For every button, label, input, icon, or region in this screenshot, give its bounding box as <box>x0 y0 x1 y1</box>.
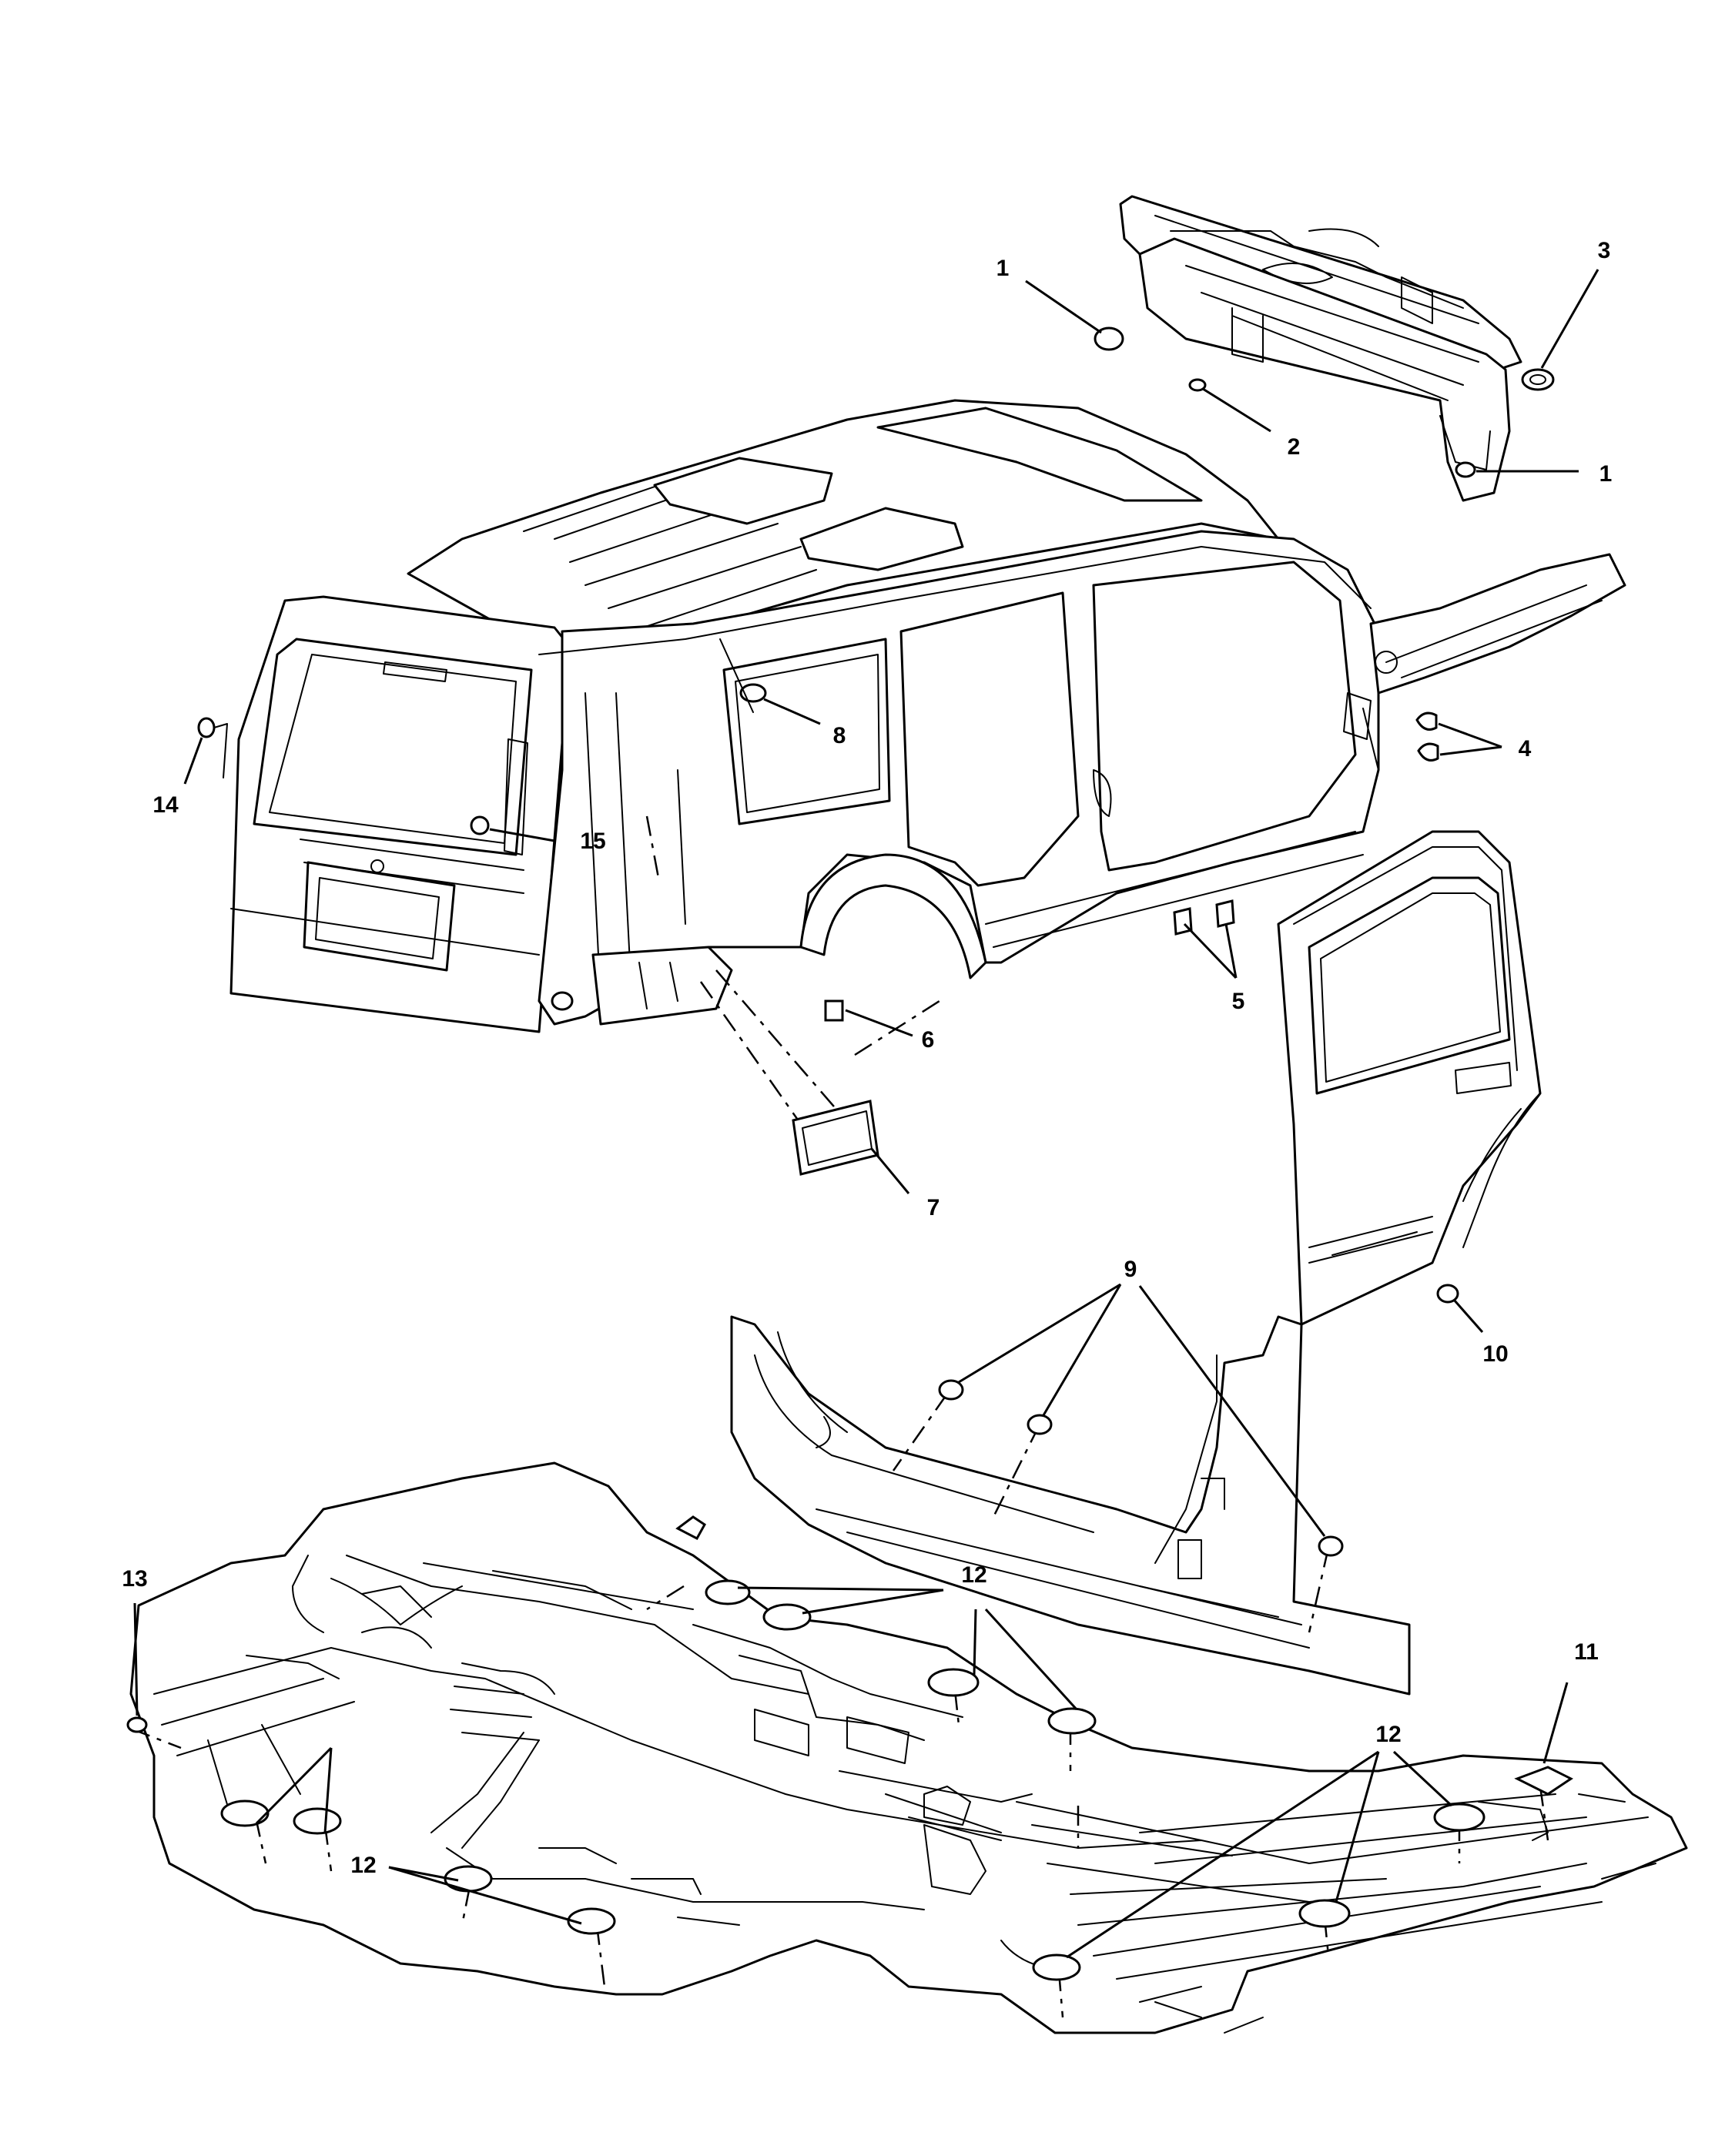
plug-12-4 <box>1047 1707 1097 1735</box>
callout-1-top: 1 <box>996 256 1010 281</box>
callout-7: 7 <box>927 1195 940 1220</box>
plug-9-a <box>938 1379 964 1401</box>
callout-2: 2 <box>1288 434 1301 460</box>
plug-13 <box>126 1716 148 1733</box>
callout-5: 5 <box>1232 989 1245 1014</box>
callout-9: 9 <box>1124 1257 1137 1282</box>
plug-12-8 <box>220 1799 270 1827</box>
callout-labels: 1 2 3 1 4 5 6 7 8 9 10 11 12 12 12 13 14… <box>122 238 1612 1878</box>
plug-12-5 <box>1433 1803 1486 1832</box>
callout-12-right: 12 <box>1375 1722 1401 1747</box>
callout-12-left: 12 <box>350 1853 376 1878</box>
plug-3 <box>1521 368 1555 391</box>
plug-5-b <box>1215 899 1235 928</box>
callout-6: 6 <box>922 1027 935 1053</box>
plug-12-3 <box>927 1668 980 1697</box>
plug-14 <box>197 717 216 738</box>
callout-14: 14 <box>152 792 179 818</box>
plug-10 <box>1436 1284 1459 1304</box>
plug-1-lower <box>1455 461 1476 478</box>
plug-12-6 <box>1298 1899 1351 1928</box>
dash-panel-assembly <box>1119 195 1522 502</box>
plug-15-b <box>551 991 574 1011</box>
plug-2 <box>1188 378 1207 392</box>
front-door <box>1277 830 1542 1326</box>
callout-4: 4 <box>1519 736 1532 762</box>
callout-10: 10 <box>1482 1341 1508 1367</box>
body-side-sill <box>730 1315 1411 1696</box>
body-shell <box>229 399 1626 1033</box>
floor-pan <box>129 1461 1688 2034</box>
plug-1-upper <box>1094 326 1124 351</box>
plug-4-a <box>1415 711 1438 731</box>
callout-8: 8 <box>833 723 846 748</box>
callout-13: 13 <box>122 1566 147 1592</box>
plug-12-11 <box>567 1907 616 1935</box>
plug-12-9 <box>293 1807 342 1835</box>
callout-leaders <box>133 269 1599 1959</box>
plug-12-1 <box>705 1579 751 1605</box>
callout-1-lower: 1 <box>1599 461 1613 487</box>
plug-12-2 <box>762 1603 812 1631</box>
plug-4-b <box>1417 742 1439 762</box>
callout-11: 11 <box>1574 1639 1599 1665</box>
plug-9-b <box>1027 1414 1053 1435</box>
patch-6 <box>824 999 844 1022</box>
plug-15-a <box>470 815 490 835</box>
plug-12-7 <box>1032 1953 1081 1981</box>
plug-11 <box>1514 1766 1573 1796</box>
callout-12-upper: 12 <box>961 1562 986 1588</box>
callout-3: 3 <box>1598 238 1611 263</box>
callout-15: 15 <box>580 829 605 854</box>
plug-9-c <box>1318 1535 1344 1557</box>
